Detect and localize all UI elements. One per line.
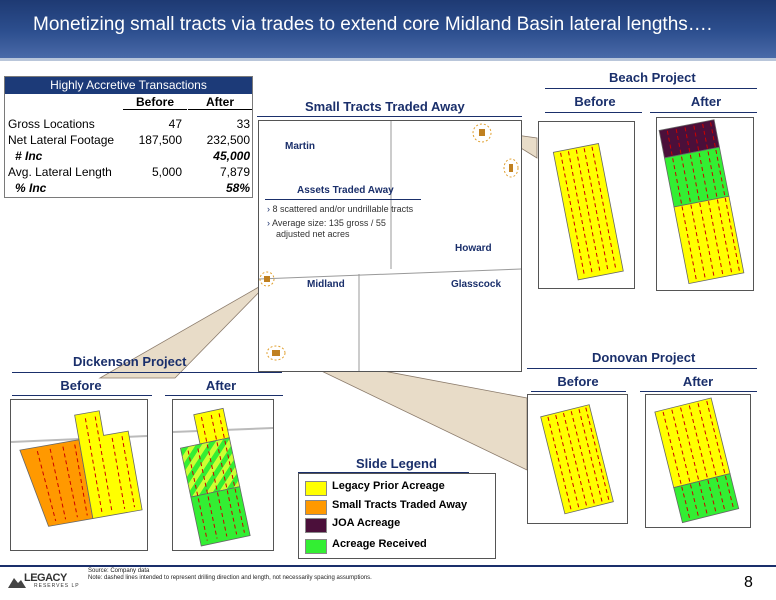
row-label: Gross Locations (8, 117, 95, 131)
row-label: % Inc (15, 181, 47, 195)
beach-title: Beach Project (609, 70, 696, 85)
footer-rule (0, 565, 776, 567)
dickenson-before-label: Before (60, 378, 102, 393)
beach-before-underline (545, 112, 642, 113)
table-row: # Inc 45,000 (5, 148, 252, 164)
county-martin: Martin (285, 141, 315, 152)
table-row: % Inc 58% (5, 180, 252, 196)
county-lines (259, 121, 521, 371)
dickenson-after-label: After (205, 378, 237, 393)
county-map: Martin Howard Midland Glasscock Assets T… (258, 120, 522, 372)
map-title-underline (257, 116, 522, 117)
accretive-transactions-table: Highly Accretive Transactions Before Aft… (4, 76, 253, 198)
slide-legend: Legacy Prior Acreage Small Tracts Traded… (298, 473, 496, 559)
legend-title-underline (298, 472, 469, 473)
dickenson-after-drawing (172, 407, 274, 547)
beach-before-label: Before (574, 94, 616, 109)
header-bar (0, 0, 776, 58)
row-after: 7,879 (219, 165, 250, 179)
map-title: Small Tracts Traded Away (305, 99, 465, 114)
header-rule (0, 58, 776, 61)
dickenson-before-underline (12, 395, 152, 396)
legacy-logo-sub: RESERVES LP (34, 583, 80, 589)
legacy-logo: LEGACY (24, 572, 67, 584)
row-before: 5,000 (151, 165, 182, 179)
page-number: 8 (744, 574, 753, 591)
row-before: 187,500 (138, 133, 182, 147)
beach-after-drawing (658, 119, 745, 285)
donovan-before-drawing (540, 404, 614, 515)
note-line: Note: dashed lines intended to represent… (88, 575, 372, 581)
assets-bullet-2: › Average size: 135 gross / 55 (267, 218, 386, 228)
legend-label: Small Tracts Traded Away (332, 499, 468, 511)
legend-label: JOA Acreage (332, 517, 401, 529)
row-after: 45,000 (213, 149, 250, 163)
donovan-after-label: After (682, 374, 714, 389)
donovan-title-underline (527, 368, 757, 369)
legend-swatch (305, 500, 327, 515)
beach-title-underline (545, 88, 757, 89)
legend-swatch (305, 481, 327, 496)
donovan-title: Donovan Project (592, 350, 696, 365)
assets-bullet-1: › 8 scattered and/or undrillable tracts (267, 204, 414, 214)
donovan-before-underline (531, 391, 626, 392)
donovan-before-label: Before (557, 374, 599, 389)
assets-bullet-2-cont: adjusted net acres (276, 229, 350, 239)
row-before: 47 (168, 117, 182, 131)
beach-before-drawing (552, 143, 624, 281)
legend-swatch (305, 539, 327, 554)
county-howard: Howard (455, 243, 492, 254)
dickenson-after-underline (165, 395, 283, 396)
legend-label: Acreage Received (332, 538, 427, 550)
beach-after-plat (656, 117, 754, 291)
beach-before-plat (538, 121, 635, 289)
beach-after-label: After (690, 94, 722, 109)
slide-title: Monetizing small tracts via trades to ex… (33, 14, 713, 35)
assets-title: Assets Traded Away (297, 185, 394, 196)
col-before-header: Before (123, 95, 187, 110)
bullet-text: Average size: 135 gross / 55 (272, 218, 386, 228)
row-label: # Inc (15, 149, 43, 163)
dickenson-after-plat (172, 399, 274, 551)
row-label: Net Lateral Footage (8, 133, 115, 147)
legend-swatch (305, 518, 327, 533)
donovan-after-plat (645, 394, 751, 528)
table-title: Highly Accretive Transactions (5, 77, 252, 94)
legend-title: Slide Legend (356, 456, 437, 471)
donovan-before-plat (527, 394, 628, 524)
donovan-after-underline (640, 391, 757, 392)
dickenson-before-drawing (10, 410, 148, 527)
dickenson-title-underline (12, 372, 282, 373)
county-glasscock: Glasscock (451, 279, 502, 290)
col-after-header: After (188, 95, 252, 110)
table-row: Gross Locations 47 33 (5, 116, 252, 132)
row-label: Avg. Lateral Length (8, 165, 112, 179)
row-after: 58% (225, 181, 250, 195)
table-row: Avg. Lateral Length 5,000 7,879 (5, 164, 252, 180)
legend-label: Legacy Prior Acreage (332, 480, 445, 492)
dickenson-before-plat (10, 399, 148, 551)
dickenson-callout (98, 279, 272, 379)
beach-after-underline (650, 112, 757, 113)
source-line: Source: Company data (88, 568, 150, 574)
legacy-logo-icon (8, 578, 26, 588)
county-midland: Midland (307, 279, 345, 290)
donovan-after-drawing (654, 397, 740, 524)
row-after: 33 (236, 117, 250, 131)
source-note: Source: Company data Note: dashed lines … (88, 568, 372, 582)
row-after: 232,500 (206, 133, 250, 147)
table-row: Net Lateral Footage 187,500 232,500 (5, 132, 252, 148)
bullet-text: 8 scattered and/or undrillable tracts (272, 204, 414, 214)
assets-underline (265, 199, 421, 200)
dickenson-title: Dickenson Project (73, 354, 187, 369)
